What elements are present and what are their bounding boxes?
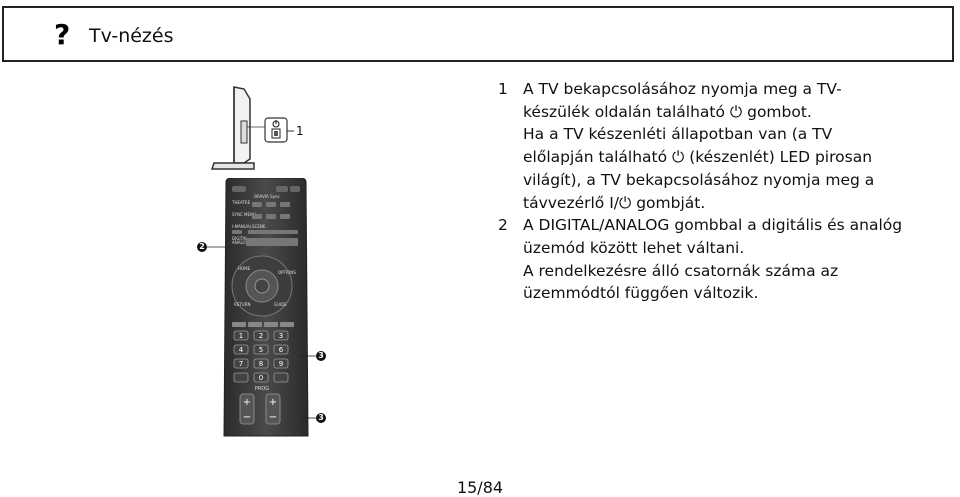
key-3: 3 — [279, 332, 283, 340]
step-line: üzemmódtól függően változik. — [523, 284, 759, 303]
callout-remote-3b: 3 — [316, 413, 326, 423]
svg-text:−: − — [269, 412, 277, 423]
scene-label: SCENE — [252, 224, 266, 229]
bravia-sync-label: BRAVIA Sync — [254, 194, 279, 199]
svg-text:−: − — [243, 412, 251, 423]
step-line: Ha a TV készenléti állapotban van (a TV — [523, 125, 833, 144]
analog-label: ANALOG — [232, 240, 249, 245]
step-line: A rendelkezésre álló csatornák száma az — [523, 261, 839, 280]
key-1: 1 — [239, 332, 243, 340]
key-5: 5 — [259, 346, 263, 354]
tv-side-illustration — [210, 86, 294, 170]
section-header: ? Tv-nézés — [2, 6, 954, 62]
key-9: 9 — [279, 360, 283, 368]
step-line: előlapján található ⏻ (készenlét) LED pi… — [523, 148, 873, 167]
step-line: A DIGITAL/ANALOG gombbal a digitális és … — [523, 216, 903, 235]
step-2: 2 A DIGITAL/ANALOG gombbal a digitális é… — [498, 214, 918, 305]
theatre-label: THEATRE — [231, 200, 251, 205]
callout-tv-power: 1 — [296, 124, 304, 138]
sync-menu-label: SYNC MENU — [232, 212, 256, 217]
step-number: 1 — [498, 80, 508, 98]
step-line: A TV bekapcsolásához nyomja meg a TV- — [523, 80, 842, 98]
digital-label: DIGITAL — [232, 236, 248, 241]
step-line: üzemód között lehet váltani. — [523, 238, 745, 257]
key-2: 2 — [259, 332, 263, 340]
return-label: RETURN — [234, 302, 250, 307]
callout-remote-3a: 3 — [316, 351, 326, 361]
key-8: 8 — [259, 360, 263, 368]
page-number: 15/84 — [456, 478, 504, 497]
question-icon: ? — [54, 18, 71, 51]
home-label: HOME — [238, 266, 251, 271]
i-manual-label: I-MANUAL — [232, 224, 252, 229]
remote-control-illustration: BRAVIA Sync THEATRE SYNC MENU I-MANUAL S… — [223, 178, 309, 437]
step-line: készülék oldalán található ⏻ gombot. — [523, 102, 812, 121]
options-label: OPTIONS — [278, 270, 296, 275]
svg-text:+: + — [243, 397, 251, 408]
prog-label: PROG — [255, 386, 269, 392]
instructions: 1 A TV bekapcsolásához nyomja meg a TV- … — [498, 78, 918, 305]
svg-text:+: + — [269, 397, 277, 408]
step-1: 1 A TV bekapcsolásához nyomja meg a TV- … — [498, 78, 918, 214]
step-line: világít), a TV bekapcsolásához nyomja me… — [523, 170, 875, 189]
key-4: 4 — [239, 346, 244, 354]
key-7: 7 — [239, 360, 243, 368]
key-6: 6 — [279, 346, 284, 354]
step-line: távvezérlő I/⏻ gombját. — [523, 193, 706, 212]
step-number: 2 — [498, 216, 508, 235]
key-0: 0 — [259, 374, 263, 382]
guide-label: GUIDE — [274, 302, 287, 307]
callout-remote-2: 2 — [197, 242, 207, 252]
section-title: Tv-nézés — [89, 25, 174, 47]
